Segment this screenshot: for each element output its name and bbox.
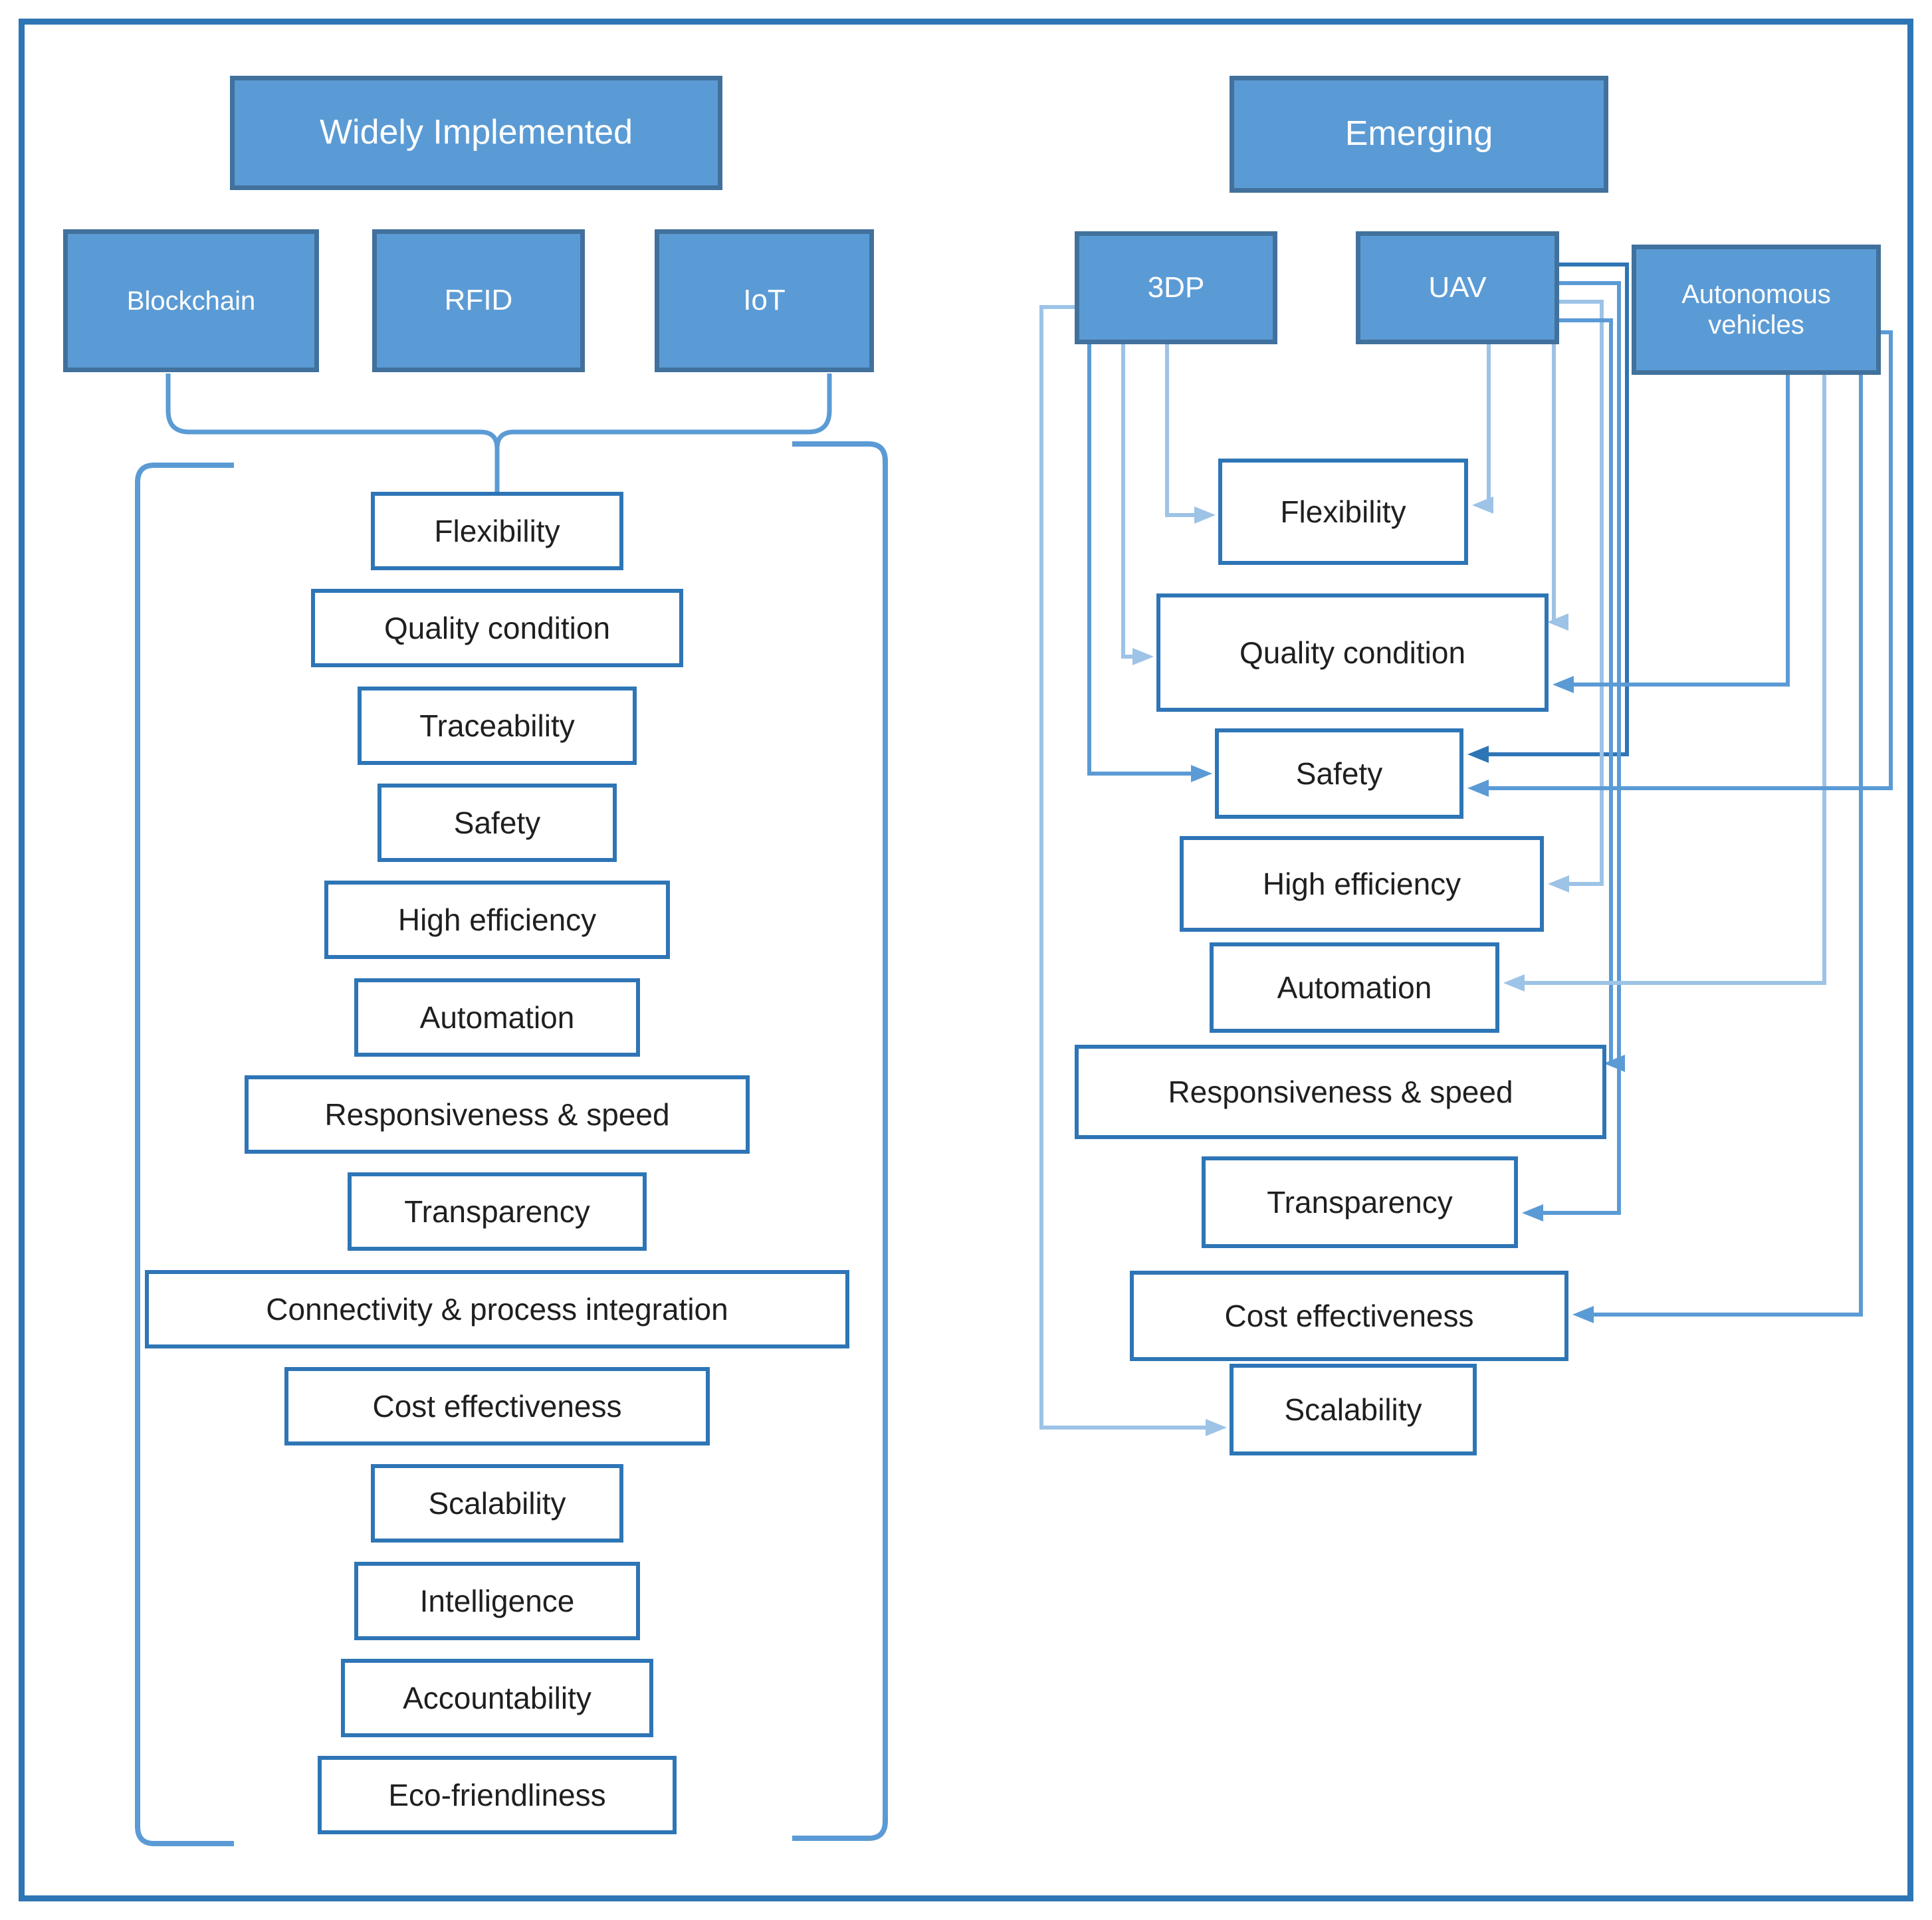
tech-uav: UAV	[1356, 231, 1559, 344]
arrow-av-to-safety	[1467, 330, 1893, 797]
left-characteristic-quality-condition: Quality condition	[311, 589, 683, 667]
right-characteristic-quality-condition: Quality condition	[1156, 593, 1549, 712]
arrow-3dp-to-quality-condition	[1121, 344, 1154, 665]
tech-blockchain: Blockchain	[63, 229, 319, 372]
header-emerging: Emerging	[1230, 76, 1608, 193]
right-bracket	[792, 441, 888, 1841]
right-characteristic-flexibility: Flexibility	[1218, 459, 1468, 565]
left-characteristic-scalability: Scalability	[371, 1464, 623, 1543]
tech-autonomous-vehicles: Autonomous vehicles	[1632, 245, 1881, 375]
arrow-3dp-to-scalability	[1039, 305, 1227, 1436]
left-characteristic-connectivity-process-integration: Connectivity & process integration	[145, 1270, 849, 1348]
right-characteristic-safety: Safety	[1215, 728, 1463, 819]
right-characteristic-cost-effectiveness: Cost effectiveness	[1130, 1271, 1568, 1361]
arrow-uav-to-responsiveness-speed	[1559, 318, 1625, 1072]
left-characteristic-accountability: Accountability	[341, 1659, 653, 1737]
left-characteristic-cost-effectiveness: Cost effectiveness	[284, 1367, 710, 1445]
left-bracket	[135, 463, 234, 1846]
arrow-av-to-cost-effectiveness	[1572, 375, 1863, 1323]
arrow-uav-to-flexibility	[1472, 344, 1493, 514]
arrow-av-to-quality-condition	[1553, 375, 1790, 693]
arrow-3dp-to-safety	[1087, 344, 1212, 782]
arrow-av-to-automation	[1503, 375, 1826, 992]
arrow-uav-to-high-efficiency	[1548, 300, 1604, 893]
left-characteristic-responsiveness-speed: Responsiveness & speed	[245, 1075, 750, 1154]
tech-rfid: RFID	[372, 229, 585, 372]
left-characteristic-high-efficiency: High efficiency	[324, 881, 670, 959]
right-characteristic-high-efficiency: High efficiency	[1180, 836, 1544, 932]
left-characteristic-safety: Safety	[377, 784, 617, 862]
left-characteristic-automation: Automation	[354, 978, 640, 1057]
header-widely-implemented: Widely Implemented	[230, 76, 722, 190]
right-characteristic-automation: Automation	[1210, 942, 1499, 1033]
figure-border	[19, 19, 1913, 1901]
left-characteristic-intelligence: Intelligence	[354, 1562, 640, 1640]
tech-3dp: 3DP	[1075, 231, 1277, 344]
brace-left-half	[165, 373, 500, 495]
left-characteristic-transparency: Transparency	[348, 1172, 647, 1251]
arrow-uav-to-quality-condition	[1547, 344, 1568, 631]
brace-right-half	[494, 373, 832, 449]
arrow-uav-to-safety	[1467, 263, 1629, 763]
arrow-uav-to-transparency	[1522, 281, 1621, 1222]
right-characteristic-scalability: Scalability	[1230, 1364, 1477, 1455]
left-characteristic-traceability: Traceability	[358, 687, 637, 765]
right-characteristic-responsiveness-speed: Responsiveness & speed	[1075, 1045, 1606, 1139]
left-characteristic-flexibility: Flexibility	[371, 492, 623, 570]
left-characteristic-eco-friendliness: Eco-friendliness	[318, 1756, 677, 1834]
tech-iot: IoT	[655, 229, 874, 372]
arrow-3dp-to-flexibility	[1165, 344, 1216, 524]
right-characteristic-transparency: Transparency	[1202, 1156, 1518, 1248]
